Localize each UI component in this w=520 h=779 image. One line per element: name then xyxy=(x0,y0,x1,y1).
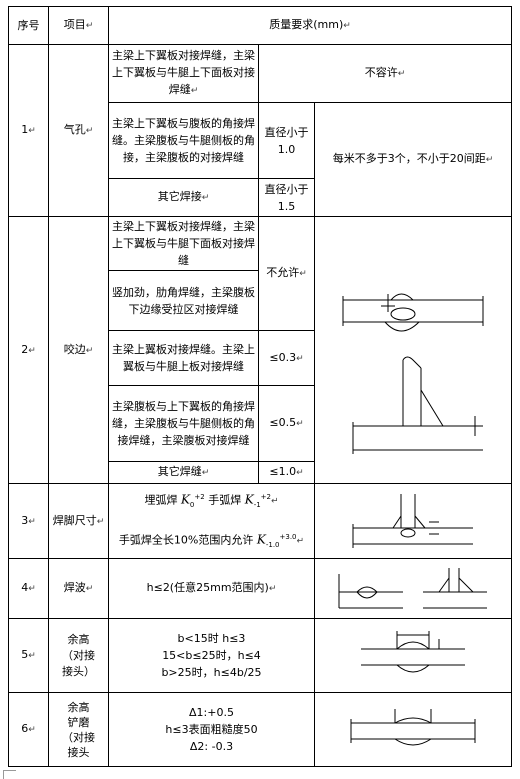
row-value: ≤1.0↵ xyxy=(258,461,315,484)
weld-quality-table: 序号 项目↵ 质量要求(mm)↵ 1↵ 气孔↵ 主梁上下翼板对接焊缝，主梁上下翼… xyxy=(8,6,513,767)
fillet-size-line-1: 埋弧焊 K0+2 手弧焊 K-1+2↵ xyxy=(144,492,279,509)
undercut-diagram xyxy=(313,216,513,484)
row-requirement: 埋弧焊 K0+2 手弧焊 K-1+2↵ 手弧焊全长10%范围内允许 K-1.0+… xyxy=(108,483,315,559)
row-no: 3↵ xyxy=(8,483,49,559)
row-item: 余高 铲磨 （对接 接头 xyxy=(48,692,109,767)
row-no: 1↵ xyxy=(8,44,49,217)
row-no: 5↵ xyxy=(8,618,49,693)
row-item: 气孔↵ xyxy=(48,44,109,217)
row-value: 不容许↵ xyxy=(257,44,513,103)
row-note: 每米不多于3个，不小于20间距↵ xyxy=(313,102,513,217)
header-item: 项目↵ xyxy=(48,6,109,45)
row-item: 焊波↵ xyxy=(48,558,109,619)
row-item: 余高 （对接 接头） xyxy=(48,618,109,693)
ripple-weld-diagram xyxy=(338,567,488,608)
table-row: 6↵ 余高 铲磨 （对接 接头 Δ1:+0.5 h≤3表面粗糙度50 Δ2: -… xyxy=(8,692,513,767)
row-item: 焊脚尺寸↵ xyxy=(48,483,109,559)
undercut-weld-diagram xyxy=(342,293,484,454)
fillet-weld-diagram xyxy=(352,494,474,548)
row-requirement: b<15时 h≤3 15<b≤25时，h≤4 b>25时，h≤4b/25 xyxy=(108,618,315,693)
row-value: 直径小于1.5 xyxy=(258,178,315,217)
header-requirement: 质量要求(mm)↵ xyxy=(107,6,513,45)
row-value: ≤0.5↵ xyxy=(258,385,315,462)
row-desc: 其它焊接↵ xyxy=(108,178,259,217)
row-value: 直径小于1.0 xyxy=(258,102,315,179)
row-value: 不允许↵ xyxy=(258,216,315,331)
row-desc: 主梁上下翼板对接焊缝，主梁上下翼板与牛腿下面板对接焊缝 xyxy=(108,216,259,271)
row-no: 2↵ xyxy=(8,216,49,484)
grinding-diagram xyxy=(313,692,513,767)
row-desc: 竖加劲，肋角焊缝，主梁腹板下边缘受拉区对接焊缝 xyxy=(108,270,259,331)
table-row: 5↵ 余高 （对接 接头） b<15时 h≤3 15<b≤25时，h≤4 b>2… xyxy=(8,618,513,693)
header-row: 序号 项目↵ 质量要求(mm)↵ xyxy=(8,6,513,45)
row-item: 咬边↵ xyxy=(48,216,109,484)
table-row: 竖加劲，肋角焊缝，主梁腹板下边缘受拉区对接焊缝 xyxy=(9,270,512,331)
reinforcement-diagram xyxy=(313,618,513,693)
header-no: 序号 xyxy=(8,6,49,45)
table-row: 1↵ 气孔↵ 主梁上下翼板对接焊缝，主梁上下翼板与牛腿上下面板对接焊缝↵ 不容许… xyxy=(8,44,513,217)
row-desc: 主梁腹板与上下翼板的角接焊缝，主梁腹板与牛腿侧板的角接焊缝，主梁腹板对接焊缝 xyxy=(108,385,259,462)
row-requirement: h≤2(任意25mm范围内)↵ xyxy=(108,558,315,619)
grinding-weld-diagram xyxy=(350,708,476,745)
row-desc: 其它焊缝↵ xyxy=(108,461,259,484)
fillet-size-line-2: 手弧焊全长10%范围内允许 K-1.0+3.0↵ xyxy=(118,532,305,549)
table-row: 其它焊接↵ 直径小于1.5 xyxy=(9,178,512,217)
page-corner-mark xyxy=(3,770,16,779)
row-requirement: Δ1:+0.5 h≤3表面粗糙度50 Δ2: -0.3 xyxy=(108,692,315,767)
table-row: 主梁上翼板对接焊缝。主梁上翼板与牛腿上板对接焊缝 ≤0.3↵ xyxy=(9,330,512,386)
row-desc: 主梁上翼板对接焊缝。主梁上翼板与牛腿上板对接焊缝 xyxy=(108,330,259,386)
table-row: 2↵ 咬边↵ 主梁上下翼板对接焊缝，主梁上下翼板与牛腿下面板对接焊缝 不允许↵ xyxy=(8,216,513,484)
row-no: 6↵ xyxy=(8,692,49,767)
table-row: 主梁上下翼板与腹板的角接焊缝。主梁腹板与牛腿侧板的角接，主梁腹板的对接焊缝 直径… xyxy=(9,102,513,217)
row-desc: 主梁上下翼板与腹板的角接焊缝。主梁腹板与牛腿侧板的角接，主梁腹板的对接焊缝 xyxy=(108,102,259,179)
fillet-diagram xyxy=(313,483,513,559)
table-row: 其它焊缝↵ ≤1.0↵ xyxy=(9,461,512,484)
table-row: 3↵ 焊脚尺寸↵ 埋弧焊 K0+2 手弧焊 K-1+2↵ 手弧焊全长10%范围内… xyxy=(8,483,513,559)
table-row: 4↵ 焊波↵ h≤2(任意25mm范围内)↵ xyxy=(8,558,513,619)
row-value: ≤0.3↵ xyxy=(258,330,315,386)
reinforcement-weld-diagram xyxy=(361,630,466,672)
table-row: 主梁腹板与上下翼板的角接焊缝，主梁腹板与牛腿侧板的角接焊缝，主梁腹板对接焊缝 ≤… xyxy=(9,385,512,462)
row-no: 4↵ xyxy=(8,558,49,619)
row-desc: 主梁上下翼板对接焊缝，主梁上下翼板与牛腿上下面板对接焊缝↵ xyxy=(108,44,259,103)
ripple-diagram xyxy=(313,558,513,619)
